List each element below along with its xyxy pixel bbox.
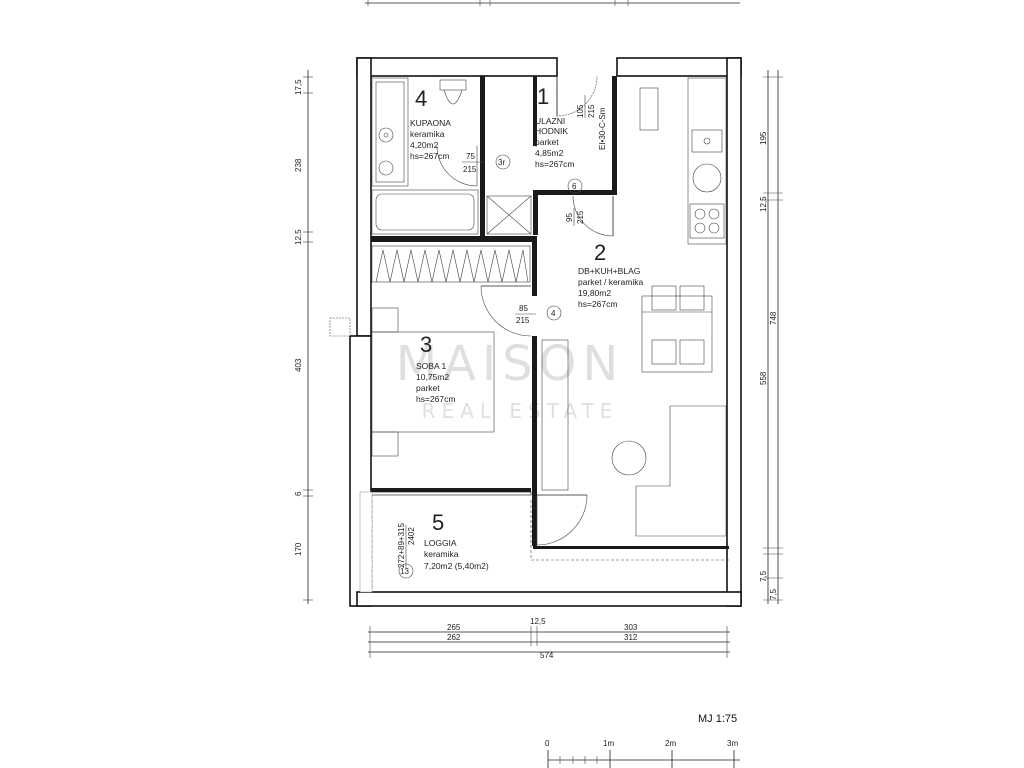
room-4-floor: keramika [410,129,445,139]
door-living-tag: 6 [572,182,577,191]
door-loggia-width: 272+89+315 [397,523,406,568]
dims-right: 195 12,5 558 748 7,5 7,5 [759,70,783,604]
dim-left-1: 17,5 [294,79,303,95]
dim-right-1: 195 [759,131,768,145]
door-living-width: 95 [565,213,574,222]
room-3-height: hs=267cm [416,394,455,404]
doors [436,75,614,546]
scale-tick-1: 1m [603,739,614,748]
scale-bar: MJ 1:75 0 1m 2m 3m [545,713,740,768]
dim-bottom-2: 12,5 [530,617,546,626]
loggia [359,491,729,593]
dim-left-3: 12,5 [294,229,303,245]
dims-bottom: 265 12,5 303 262 312 574 [368,617,730,660]
room-2-number: 2 [594,240,606,265]
dim-bottom-3: 303 [624,623,638,632]
door-bath-height: 215 [463,165,477,174]
door-entrance-type: EI•30-C-Sm [598,107,607,150]
room-5-number: 5 [432,510,444,535]
dim-right-2: 12,5 [759,196,768,212]
door-loggia-height: 2402 [407,527,416,545]
room-4-number: 4 [415,86,427,111]
scale-tick-0: 0 [545,739,550,748]
door-bath-width: 75 [466,152,475,161]
dining-table [641,285,713,373]
door-entrance-height: 215 [587,104,596,118]
watermark-main: MAISON [396,336,625,392]
room-5-area: 7,20m2 (5,40m2) [424,561,489,571]
scale-tick-3: 3m [727,739,738,748]
dim-left-5: 6 [294,491,303,496]
door-bath-tag: 3r [498,158,505,167]
room-4-height: hs=267cm [410,151,449,161]
room-5-name: LOGGIA [424,538,457,548]
room-3-area: 10,75m2 [416,372,449,382]
room-3-floor: parket [416,383,440,393]
room-1-name2: HODNIK [535,126,568,136]
dim-bottom-5: 312 [624,633,638,642]
door-room-width: 85 [519,304,528,313]
scale-tick-2: 2m [665,739,676,748]
dim-bottom-4: 262 [447,633,461,642]
room-2-name: DB+KUH+BLAG [578,266,640,276]
scale-label: MJ 1:75 [698,713,737,725]
kitchen [639,77,727,245]
dim-right-4: 748 [769,311,778,325]
door-living-height: 215 [576,210,585,224]
top-remnant [365,0,740,6]
dim-left-2: 238 [294,158,303,172]
room-1-height: hs=267cm [535,159,574,169]
room-3-name: SOBA 1 [416,361,447,371]
room-1-area: 4,85m2 [535,148,564,158]
room-4-name: KUPAONA [410,118,451,128]
watermark-sub: REAL ESTATE [422,399,619,423]
room-2-floor: parket / keramika [578,277,643,287]
room-1-floor: parket [535,137,559,147]
bathroom-fixtures [371,77,532,235]
dim-right-5: 7,5 [759,570,768,582]
door-room-height: 215 [516,316,530,325]
room-5-floor: keramika [424,549,459,559]
bedroom [371,245,531,457]
room-2-area: 19,80m2 [578,288,611,298]
room-1-number: 1 [537,84,549,109]
room-3-number: 3 [420,332,432,357]
dim-left-6: 170 [294,542,303,556]
door-entrance-width: 105 [576,104,585,118]
dims-left: 17,5 238 12,5 403 6 170 [294,70,313,604]
door-loggia-tag: 13 [400,567,409,576]
room-4-area: 4,20m2 [410,140,439,150]
dim-bottom-total: 574 [540,651,554,660]
door-room-tag: 4 [551,309,556,318]
dim-bottom-1: 265 [447,623,461,632]
room-2-height: hs=267cm [578,299,617,309]
door-labels: 105 215 EI•30-C-Sm 75 215 3r 6 95 215 85… [397,95,607,579]
lounge [541,339,727,537]
dim-right-3: 558 [759,371,768,385]
room-1-name: ULAZNI [535,116,565,126]
dim-left-4: 403 [294,358,303,372]
dim-right-6: 7,5 [769,588,778,600]
